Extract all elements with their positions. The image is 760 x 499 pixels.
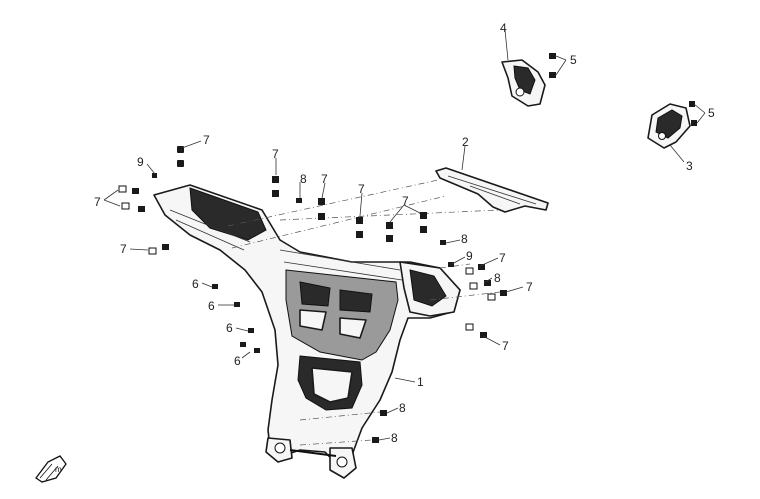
callout-8: 8	[399, 401, 406, 415]
callout-8: 8	[391, 431, 398, 445]
bolt-group-top-center	[272, 176, 427, 242]
orientation-badge-label: m	[55, 465, 62, 474]
front-direction-arrow-icon: m	[35, 455, 67, 483]
callout-7: 7	[94, 195, 101, 209]
callout-6: 6	[234, 354, 241, 368]
callout-8: 8	[494, 271, 501, 285]
callout-9: 9	[137, 155, 144, 169]
callout-7: 7	[402, 194, 409, 208]
callout-8: 8	[300, 172, 307, 186]
callout-7: 7	[321, 172, 328, 186]
callout-7: 7	[358, 182, 365, 196]
callout-6: 6	[208, 299, 215, 313]
fasteners	[118, 53, 697, 443]
callout-7: 7	[502, 339, 509, 353]
bolt-group-bottom	[372, 410, 387, 443]
leader-lines	[103, 29, 706, 441]
callout-3: 3	[686, 159, 693, 173]
nut-group-brackets	[549, 53, 697, 126]
callout-labels: 1 2 3 4 5 5 6 6 6 6 7 7 7 7 7 7 7 7 7 7 …	[94, 21, 715, 445]
part-2-rear-crossbar	[435, 167, 549, 213]
assembly-centerlines	[227, 179, 501, 446]
callout-9: 9	[466, 249, 473, 263]
callout-2: 2	[462, 135, 469, 149]
callout-8: 8	[461, 232, 468, 246]
callout-7: 7	[203, 133, 210, 147]
callout-5: 5	[708, 106, 715, 120]
callout-7: 7	[120, 242, 127, 256]
callout-5: 5	[570, 53, 577, 67]
callout-7: 7	[526, 280, 533, 294]
part-3-side-bracket	[647, 103, 691, 149]
callout-6: 6	[226, 321, 233, 335]
callout-1: 1	[417, 375, 424, 389]
part-1-rear-frame	[153, 184, 461, 479]
bolt-group-left-lower	[212, 284, 260, 353]
part-4-upper-bracket	[501, 59, 546, 107]
bolt-group-right	[440, 240, 507, 338]
callout-7: 7	[272, 147, 279, 161]
callout-7: 7	[499, 251, 506, 265]
callout-6: 6	[192, 277, 199, 291]
callout-4: 4	[500, 21, 507, 35]
